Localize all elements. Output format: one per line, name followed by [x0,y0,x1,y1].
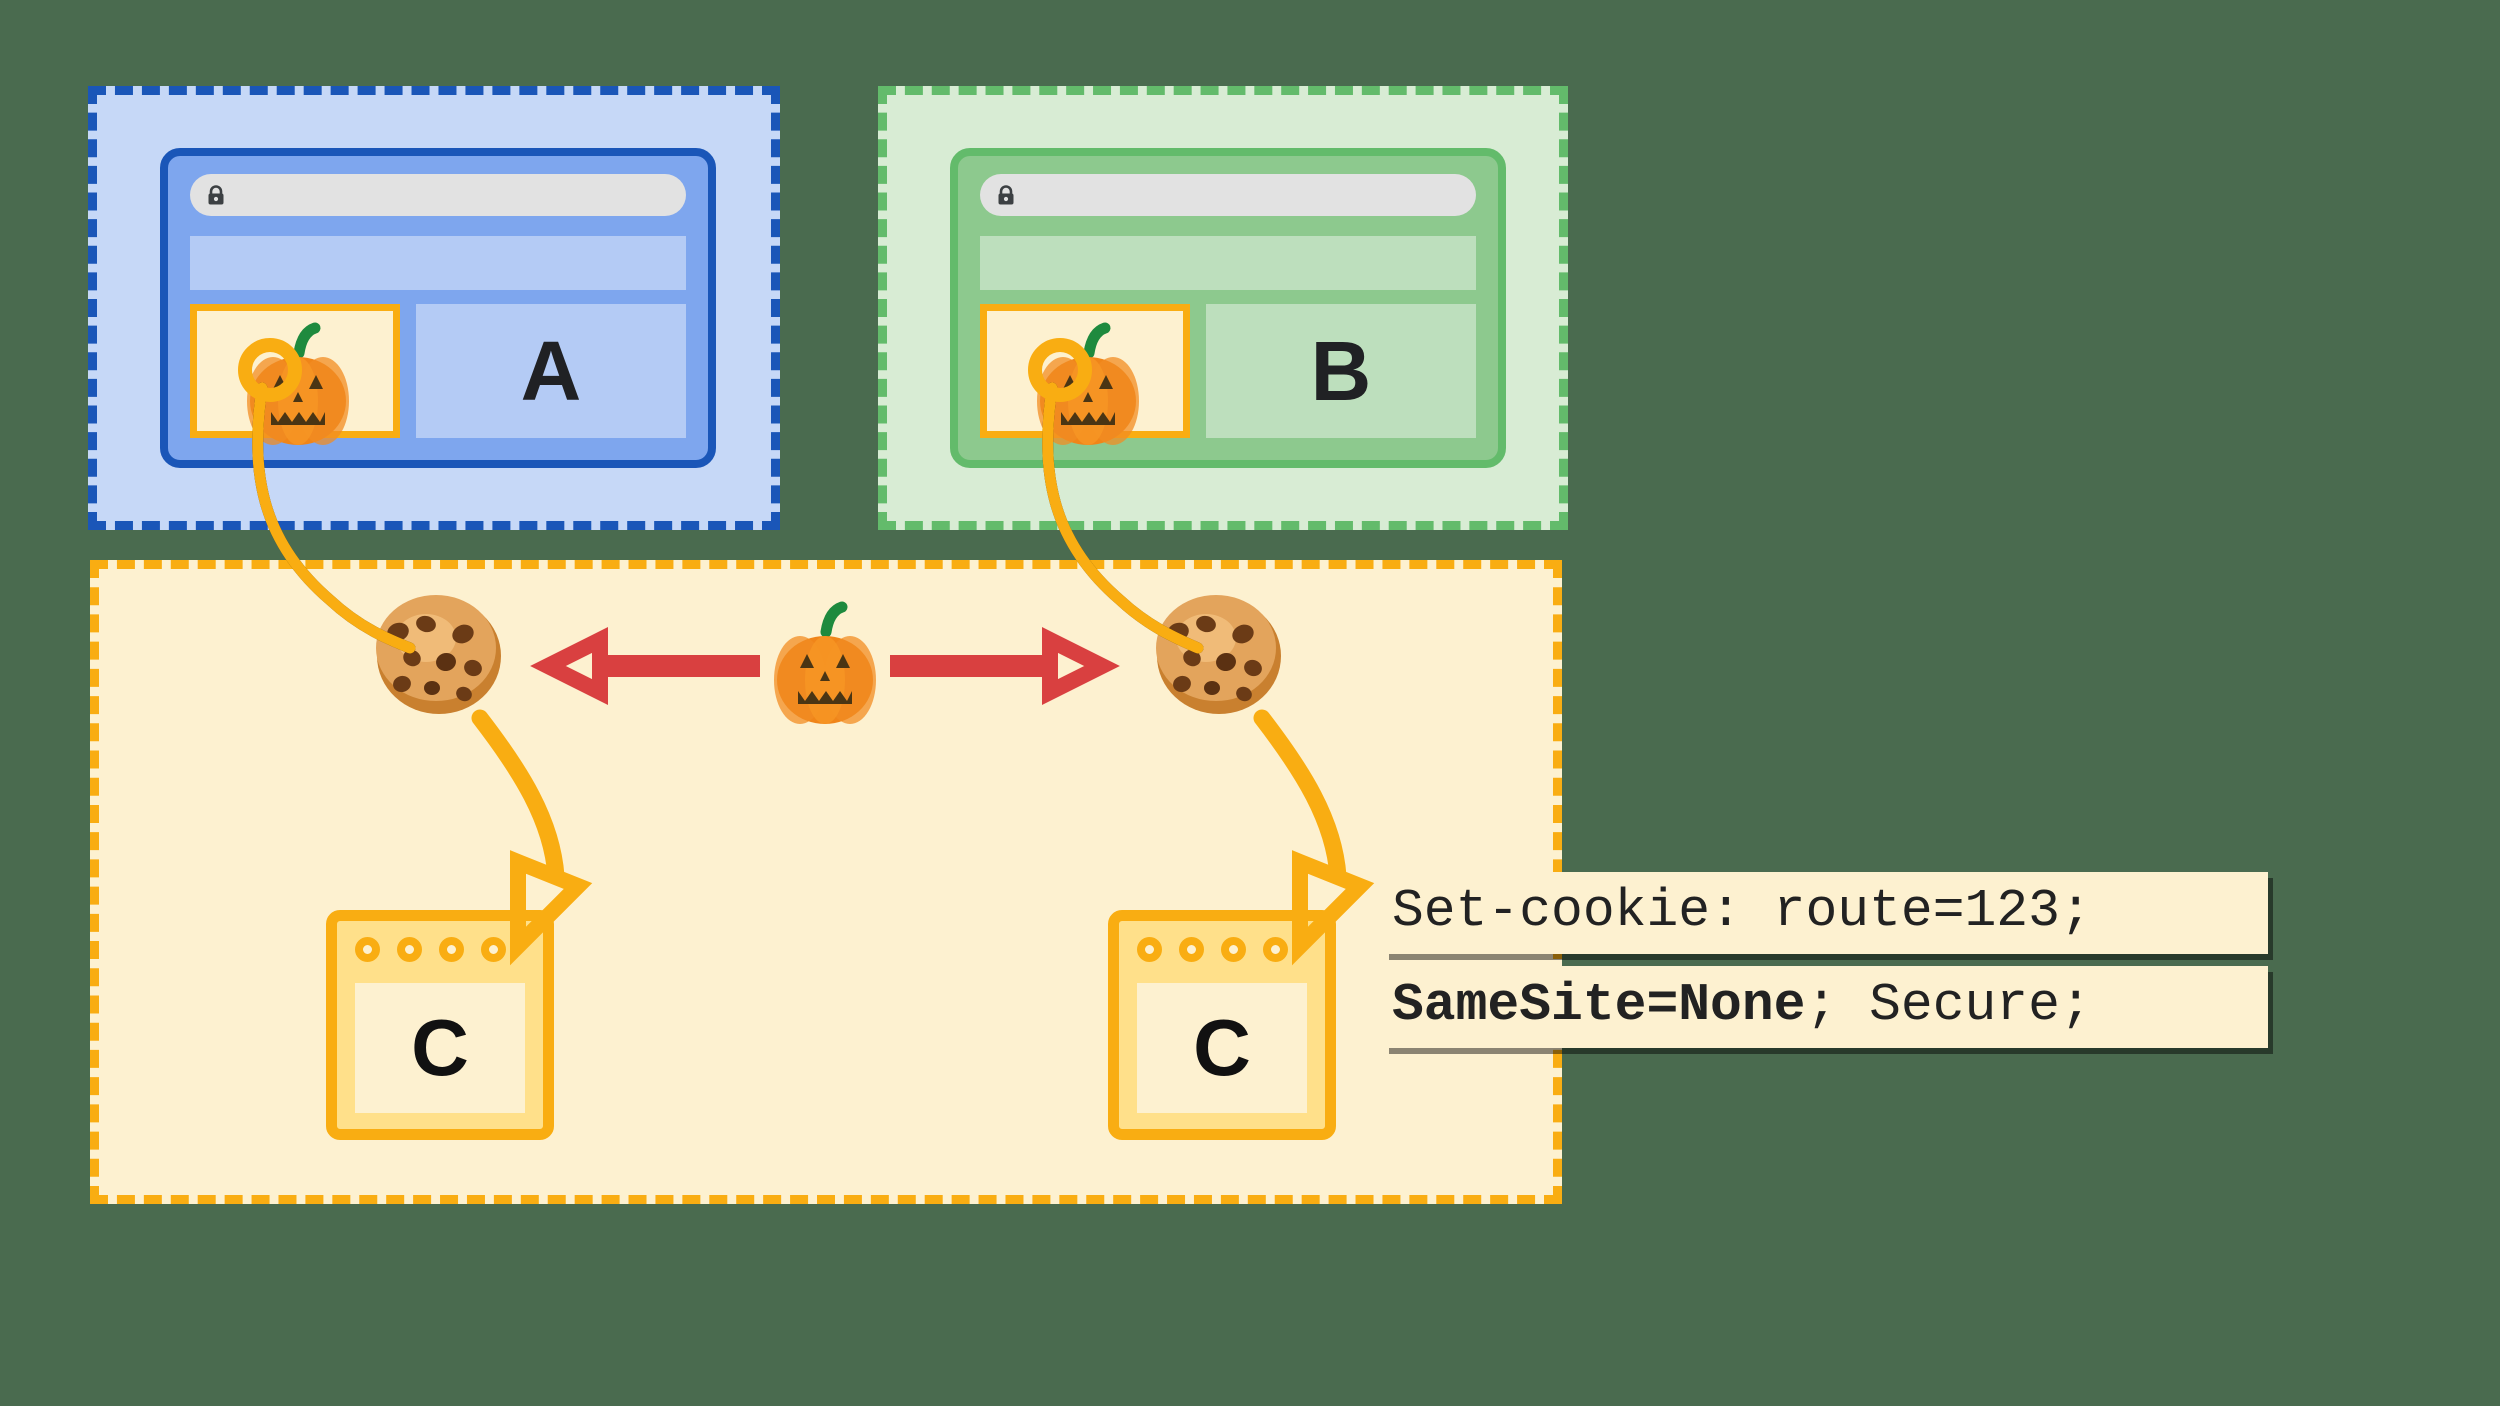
server-letter: C [1193,1003,1251,1092]
address-bar-a[interactable] [190,174,686,216]
address-bar-b[interactable] [980,174,1476,216]
page-main-b: B [1206,304,1476,438]
pumpkin-icon [233,319,363,459]
embedded-frame-b [980,304,1190,445]
server-screen: C [1137,983,1307,1113]
panes-b: B [980,304,1476,445]
set-cookie-line-2: SameSite=None; Secure; [1384,966,2268,1048]
pumpkin-icon [760,598,890,738]
server-box-c-left: C [326,910,554,1140]
dot-icon [439,937,464,962]
server-dots [355,937,506,962]
set-cookie-label: Set-cookie: route=123; SameSite=None; Se… [1384,872,2268,1048]
dot-icon [397,937,422,962]
dot-icon [1263,937,1288,962]
samesite-none-token: SameSite=None [1392,975,1806,1035]
browser-window-b: B [950,148,1506,468]
panes-a: A [190,304,686,445]
embedded-frame-a [190,304,400,445]
server-letter: C [411,1003,469,1092]
cookie-icon [368,588,510,723]
lock-icon [996,185,1016,206]
dot-icon [1179,937,1204,962]
dot-icon [1137,937,1162,962]
party-letter-b: B [1310,324,1372,418]
server-dots [1137,937,1288,962]
page-main-a: A [416,304,686,438]
cookie-icon [1148,588,1290,723]
pumpkin-icon [1023,319,1153,459]
dot-icon [1221,937,1246,962]
server-box-c-right: C [1108,910,1336,1140]
content-row-b [980,236,1476,290]
samesite-rest-token: ; Secure; [1805,975,2092,1035]
browser-window-a: A [160,148,716,468]
set-cookie-line-1: Set-cookie: route=123; [1384,872,2268,954]
content-row-a [190,236,686,290]
party-letter-a: A [520,324,582,418]
dot-icon [355,937,380,962]
lock-icon [206,185,226,206]
dot-icon [481,937,506,962]
server-screen: C [355,983,525,1113]
